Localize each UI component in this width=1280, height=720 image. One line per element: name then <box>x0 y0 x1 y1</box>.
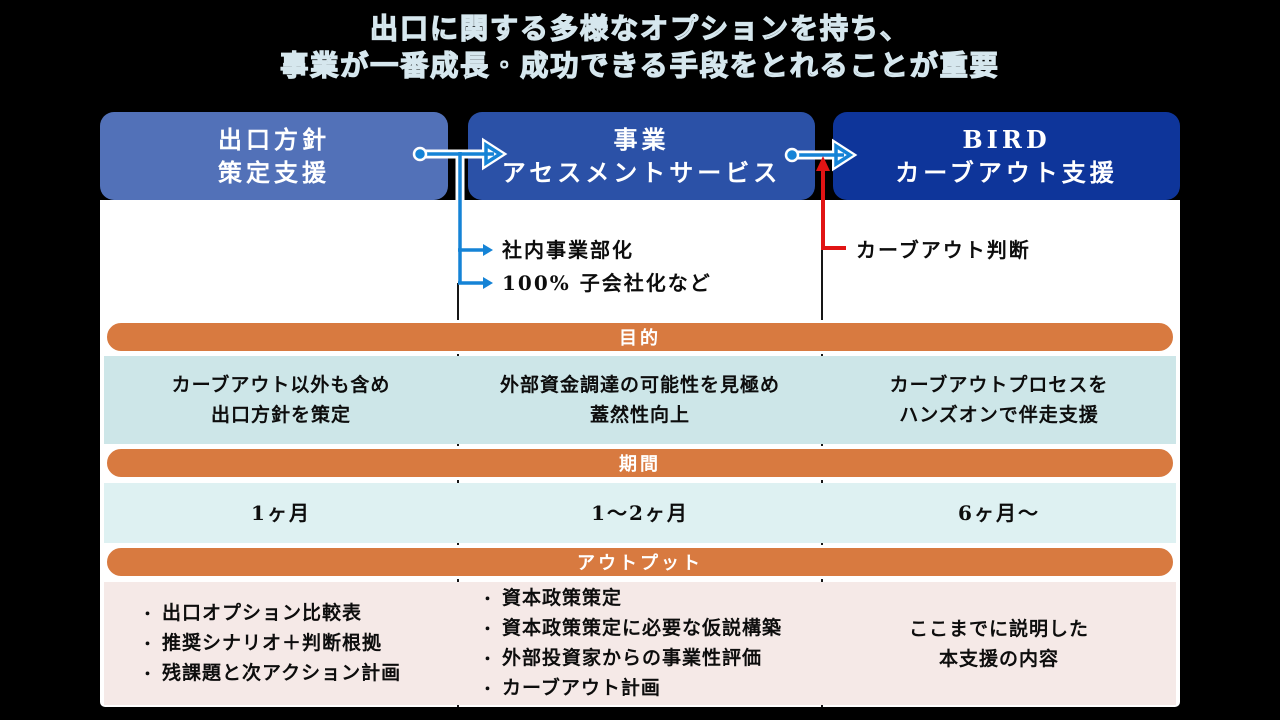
period-value: 1ヶ月 <box>251 501 311 525</box>
step-box-bird-carveout: BIRD カーブアウト支援 <box>833 112 1180 200</box>
period-cell-3: 6ヶ月～ <box>822 483 1176 543</box>
output-list-item: ・外部投資家からの事業性評価 <box>480 644 782 674</box>
section-banner-purpose-label: 目的 <box>619 328 661 349</box>
title-line-1: 出口に関する多様なオプションを持ち、 <box>369 11 910 45</box>
purpose-text: カーブアウト以外も含め <box>171 374 391 396</box>
bullet-glyph: ・ <box>480 679 497 698</box>
section-banner-period: 期間 <box>104 446 1176 480</box>
purpose-text: 外部資金調達の可能性を見極め <box>499 374 780 396</box>
step-box-assessment: 事業 アセスメントサービス <box>468 112 815 200</box>
output-list-item: ・推奨シナリオ＋判断根拠 <box>140 629 401 659</box>
branch-label-subsidiary: 100% 子会社化など <box>502 271 712 295</box>
step-title-line: 出口方針 <box>218 125 330 154</box>
output-item-text: 出口オプション比較表 <box>162 601 363 624</box>
output-summary-text: 本支援の内容 <box>938 647 1059 670</box>
purpose-text: ハンズオンで伴走支援 <box>899 404 1099 426</box>
output-list-item: ・残課題と次アクション計画 <box>140 659 401 689</box>
period-row: 1ヶ月 1～2ヶ月 6ヶ月～ <box>104 483 1176 543</box>
purpose-row: カーブアウト以外も含め 出口方針を策定 外部資金調達の可能性を見極め 蓋然性向上… <box>104 356 1176 444</box>
section-banner-output: アウトプット <box>104 545 1176 579</box>
output-cell-2: ・資本政策策定 ・資本政策策定に必要な仮説構築 ・外部投資家からの事業性評価 ・… <box>458 582 822 705</box>
output-item-text: 資本政策策定に必要な仮説構築 <box>502 616 783 639</box>
carveout-decision-label: カーブアウト判断 <box>856 238 1031 262</box>
bullet-glyph: ・ <box>140 634 157 653</box>
output-row: ・出口オプション比較表 ・推奨シナリオ＋判断根拠 ・残課題と次アクション計画 ・… <box>104 582 1176 705</box>
section-banner-purpose: 目的 <box>104 320 1176 354</box>
bullet-glyph: ・ <box>480 589 497 608</box>
output-item-text: 残課題と次アクション計画 <box>162 661 402 684</box>
period-cell-2: 1～2ヶ月 <box>458 483 822 543</box>
title-line-2: 事業が一番成長・成功できる手段をとれることが重要 <box>280 48 1000 82</box>
output-item-text: カーブアウト計画 <box>502 676 661 699</box>
purpose-cell-2: 外部資金調達の可能性を見極め 蓋然性向上 <box>458 356 822 444</box>
bullet-glyph: ・ <box>480 649 497 668</box>
output-cell-1: ・出口オプション比較表 ・推奨シナリオ＋判断根拠 ・残課題と次アクション計画 <box>104 582 458 705</box>
output-list-item: ・資本政策策定 <box>480 584 782 614</box>
step-box-exit-policy: 出口方針 策定支援 <box>100 112 448 200</box>
purpose-cell-1: カーブアウト以外も含め 出口方針を策定 <box>104 356 458 444</box>
output-list-item: ・出口オプション比較表 <box>140 599 401 629</box>
period-value: 6ヶ月～ <box>958 501 1040 525</box>
output-cell-3: ここまでに説明した 本支援の内容 <box>822 582 1176 705</box>
step-title-line: BIRD <box>962 125 1051 154</box>
output-item-text: 資本政策策定 <box>502 586 623 609</box>
output-list: ・資本政策策定 ・資本政策策定に必要な仮説構築 ・外部投資家からの事業性評価 ・… <box>480 584 782 704</box>
step-title-line: 事業 <box>613 125 670 154</box>
page-title: 出口に関する多様なオプションを持ち、 事業が一番成長・成功できる手段をとれること… <box>0 10 1280 84</box>
output-list-item: ・カーブアウト計画 <box>480 674 782 704</box>
period-value: 1～2ヶ月 <box>591 501 689 525</box>
output-item-text: 推奨シナリオ＋判断根拠 <box>162 631 383 654</box>
period-cell-1: 1ヶ月 <box>104 483 458 543</box>
output-list-item: ・資本政策策定に必要な仮説構築 <box>480 614 782 644</box>
section-banner-output-label: アウトプット <box>577 553 703 574</box>
purpose-cell-3: カーブアウトプロセスを ハンズオンで伴走支援 <box>822 356 1176 444</box>
output-item-text: 外部投資家からの事業性評価 <box>502 646 763 669</box>
bullet-glyph: ・ <box>140 604 157 623</box>
step-title-line: カーブアウト支援 <box>895 158 1118 187</box>
output-list: ・出口オプション比較表 ・推奨シナリオ＋判断根拠 ・残課題と次アクション計画 <box>140 599 401 689</box>
section-banner-period-label: 期間 <box>619 454 661 475</box>
bullet-glyph: ・ <box>480 619 497 638</box>
purpose-text: 出口方針を策定 <box>210 404 351 426</box>
output-summary-text: ここまでに説明した <box>908 617 1089 640</box>
carveout-arrowhead-icon <box>816 156 830 171</box>
purpose-text: 蓋然性向上 <box>589 404 690 426</box>
step-title-line: 策定支援 <box>218 158 330 187</box>
purpose-text: カーブアウトプロセスを <box>889 374 1109 396</box>
step-title-line: アセスメントサービス <box>501 158 782 187</box>
bullet-glyph: ・ <box>140 664 157 683</box>
branch-label-internal-division: 社内事業部化 <box>502 238 634 262</box>
